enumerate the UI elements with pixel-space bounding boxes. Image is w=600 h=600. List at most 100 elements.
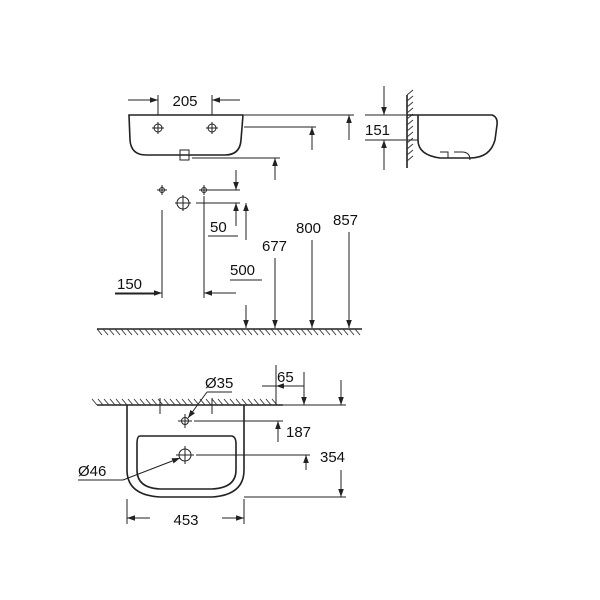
hatch-stroke [97, 398, 104, 406]
hatch-stroke [288, 328, 295, 336]
hatch-stroke [318, 328, 325, 336]
hatch-stroke [312, 328, 319, 336]
hatch-stroke [222, 328, 229, 336]
hatch-stroke [156, 328, 163, 336]
dim-50: 50 [210, 219, 227, 236]
hatch-stroke [229, 398, 236, 406]
hatch-stroke [247, 398, 254, 406]
hatch-stroke [91, 398, 98, 406]
hatch-stroke [163, 398, 170, 406]
hatch-stroke [406, 149, 414, 156]
hatch-stroke [109, 398, 116, 406]
front-tap-hole-right [206, 122, 218, 134]
hatch-stroke [306, 328, 313, 336]
hatch-stroke [348, 328, 355, 336]
hatch-stroke [406, 125, 414, 132]
side-waste-trap [440, 151, 471, 161]
dim-waste-diameter: Ø46 [78, 463, 106, 480]
hatch-stroke [234, 328, 241, 336]
hatch-stroke [270, 328, 277, 336]
wall-hatching [406, 89, 414, 162]
hatch-stroke [259, 398, 266, 406]
dim-677: 677 [262, 238, 287, 255]
hatch-stroke [96, 328, 103, 336]
hatch-stroke [330, 328, 337, 336]
dim-205: 205 [172, 93, 197, 110]
hatch-stroke [216, 328, 223, 336]
hatch-stroke [187, 398, 194, 406]
hatch-stroke [406, 119, 414, 126]
front-tap-hole-left [152, 122, 164, 134]
basin-side-outline [407, 114, 498, 159]
hatch-stroke [115, 398, 122, 406]
hatch-stroke [252, 328, 259, 336]
hatch-stroke [151, 398, 158, 406]
hatch-stroke [114, 328, 121, 336]
hatch-stroke [240, 328, 247, 336]
dim-800: 800 [296, 220, 321, 237]
hatch-stroke [282, 328, 289, 336]
dim-65: 65 [277, 369, 294, 386]
floor-hatching [96, 328, 361, 336]
basin-front-outline [128, 114, 244, 156]
hatch-stroke [102, 328, 109, 336]
dim-857: 857 [333, 212, 358, 229]
hatch-stroke [162, 328, 169, 336]
dim-tap-hole-diameter: Ø35 [205, 375, 233, 392]
hatch-stroke [210, 328, 217, 336]
hatch-stroke [211, 398, 218, 406]
dim-453: 453 [173, 512, 198, 529]
waste-pipe-point [175, 195, 191, 211]
hatch-stroke [406, 89, 414, 96]
hatch-stroke [121, 398, 128, 406]
hatch-stroke [406, 131, 414, 138]
hatch-stroke [204, 328, 211, 336]
hatch-stroke [228, 328, 235, 336]
dim-150: 150 [117, 276, 142, 293]
hatch-stroke [150, 328, 157, 336]
hatch-stroke [132, 328, 139, 336]
hatch-stroke [264, 328, 271, 336]
dim-187: 187 [286, 424, 311, 441]
hatch-stroke [120, 328, 127, 336]
plan-wall-hatching [91, 398, 278, 406]
dim-151: 151 [365, 122, 390, 139]
hatch-stroke [127, 398, 134, 406]
hatch-stroke [294, 328, 301, 336]
plan-waste-hole [176, 446, 194, 464]
hatch-stroke [198, 328, 205, 336]
hatch-stroke [241, 398, 248, 406]
hatch-stroke [406, 143, 414, 150]
hatch-stroke [324, 328, 331, 336]
hatch-stroke [406, 95, 414, 102]
hatch-stroke [175, 398, 182, 406]
hatch-stroke [246, 328, 253, 336]
basin-plan-bowl [136, 435, 237, 490]
dim-500: 500 [230, 262, 255, 279]
hatch-stroke [192, 328, 199, 336]
hatch-stroke [168, 328, 175, 336]
hatch-stroke [181, 398, 188, 406]
hatch-stroke [406, 107, 414, 114]
hatch-stroke [336, 328, 343, 336]
hatch-stroke [133, 398, 140, 406]
dim-354: 354 [320, 449, 345, 466]
hatch-stroke [108, 328, 115, 336]
hatch-stroke [406, 101, 414, 108]
hatch-stroke [169, 398, 176, 406]
front-elevation: 205 50 150 [96, 93, 362, 336]
waste-outlet [179, 149, 190, 161]
hatch-stroke [138, 328, 145, 336]
plan-view: Ø35 Ø46 65 187 354 453 [78, 365, 346, 529]
hatch-stroke [223, 398, 230, 406]
hatch-stroke [205, 398, 212, 406]
plan-tap-hole [178, 414, 192, 428]
hatch-stroke [265, 398, 272, 406]
hatch-stroke [103, 398, 110, 406]
hatch-stroke [217, 398, 224, 406]
hatch-stroke [126, 328, 133, 336]
hatch-stroke [180, 328, 187, 336]
side-elevation: 151 [365, 86, 498, 170]
hatch-stroke [253, 398, 260, 406]
